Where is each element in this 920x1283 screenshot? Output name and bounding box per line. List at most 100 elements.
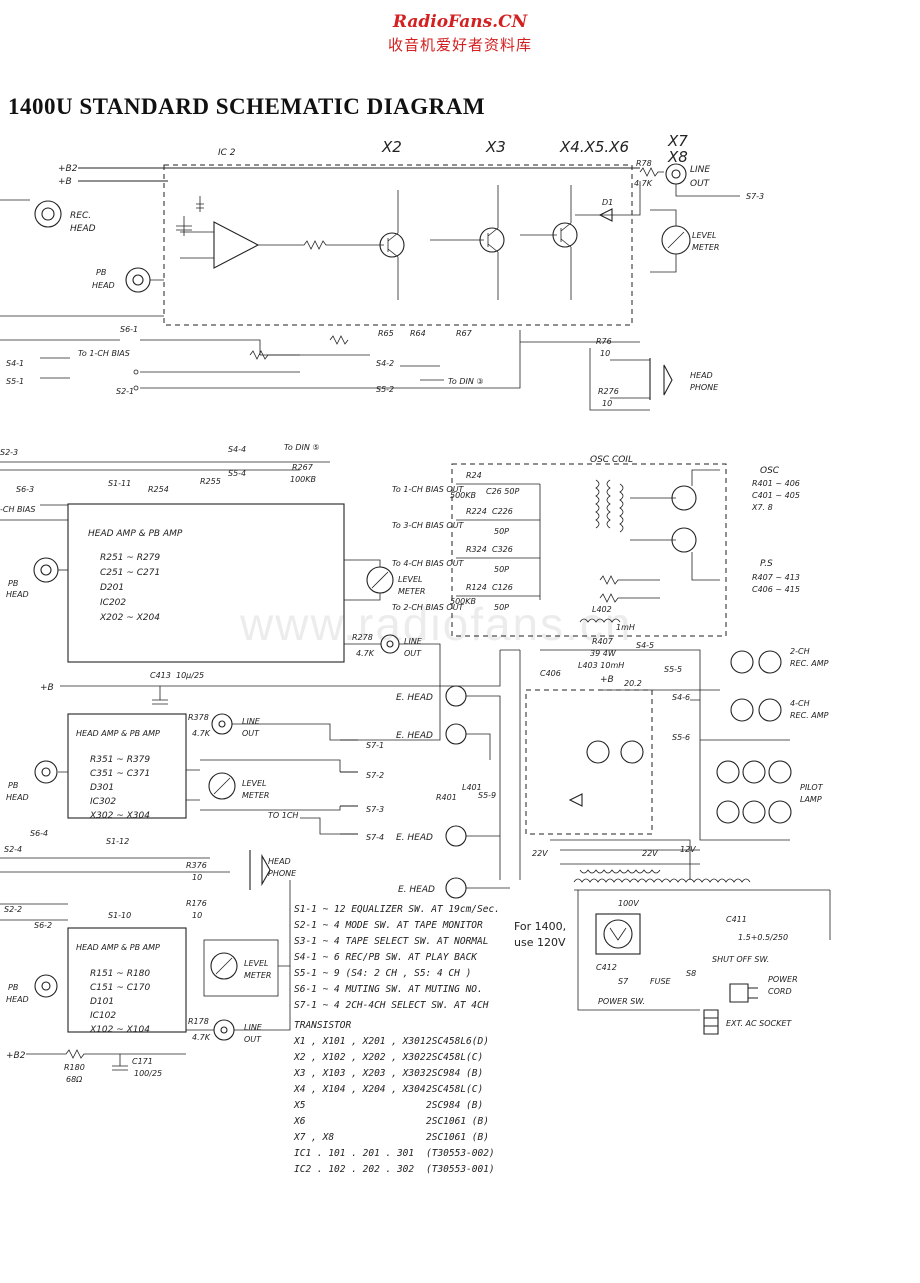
pb-head-2ch-symbol bbox=[33, 557, 59, 583]
s6-3-label: S6-3 bbox=[16, 485, 34, 494]
x4-x5-x6-label: X4.X5.X6 bbox=[559, 138, 629, 156]
ps-wires bbox=[500, 649, 720, 880]
ext-socket-symbol bbox=[703, 1009, 719, 1035]
level-meter-1ch-needle bbox=[215, 957, 233, 975]
s1-12-label: S1-12 bbox=[106, 837, 129, 846]
r64-label: R64 bbox=[410, 329, 426, 338]
line-out-label-2: OUT bbox=[690, 179, 711, 189]
legend-transistor-part-3: 2SC984 (B) bbox=[426, 1068, 483, 1079]
l402-coil bbox=[579, 618, 621, 623]
legend-switch-1: S1-1 ~ 12 EQUALIZER SW. AT 19cm/Sec. bbox=[294, 904, 500, 915]
to-din-5-label: To DIN ⑤ bbox=[284, 443, 320, 452]
legend-transistor-part-2: 2SC458L(C) bbox=[426, 1052, 483, 1063]
1ch-output-wires bbox=[186, 880, 291, 1031]
legend-transistor-ref-6: X6 bbox=[293, 1116, 306, 1127]
b-plus-osc: +B bbox=[600, 675, 614, 685]
to-1ch-label: TO 1CH bbox=[268, 811, 298, 820]
c413-label: C413 bbox=[150, 671, 171, 680]
head-amp-1ch-line-1: R151 ~ R180 bbox=[90, 969, 150, 979]
rec-amp-2ch-label-2: REC. AMP bbox=[790, 659, 829, 668]
cap-val-4ch: 50P bbox=[494, 565, 509, 574]
head-amp-3ch-line-2: C351 ~ C371 bbox=[90, 769, 150, 779]
bias-2ch-label: To 2-CH BIAS OUT bbox=[392, 603, 465, 612]
r78-resistor bbox=[639, 167, 664, 177]
ps-c-range: C406 ~ 415 bbox=[752, 585, 800, 594]
r407-label: R407 bbox=[592, 637, 614, 646]
line-out-3ch-jack bbox=[211, 713, 233, 735]
head-amp-2ch-line-2: C251 ~ C271 bbox=[100, 568, 160, 578]
c171-label: C171 bbox=[132, 1057, 153, 1066]
power-plug bbox=[729, 983, 758, 1003]
s4-4-label: S4-4 bbox=[228, 445, 246, 454]
s7-label: S7 bbox=[618, 977, 629, 986]
headphone-lower-label-2: PHONE bbox=[268, 869, 297, 878]
r178-label: R178 bbox=[188, 1017, 209, 1026]
pilot-lamp-label-2: LAMP bbox=[800, 795, 822, 804]
pilot-lamp-label-1: PILOT bbox=[800, 783, 824, 792]
pb-head-top-symbol bbox=[125, 267, 151, 293]
shut-off-label: SHUT OFF SW. bbox=[712, 955, 769, 964]
transformer-primary bbox=[573, 878, 751, 883]
din3-wires bbox=[400, 365, 444, 381]
lamp-2 bbox=[758, 650, 782, 674]
pb-head-3ch-symbol bbox=[34, 760, 58, 784]
c326-label: C326 bbox=[492, 545, 513, 554]
head-amp-3ch-box bbox=[67, 713, 187, 819]
legend-switch-3: S3-1 ~ 4 TAPE SELECT SW. AT NORMAL bbox=[294, 936, 488, 947]
osc-c-range: C401 ~ 405 bbox=[752, 491, 800, 500]
s1-11-label: S1-11 bbox=[108, 479, 131, 488]
v202-label: 20.2 bbox=[624, 679, 642, 688]
head-amp-1ch-title: HEAD AMP & PB AMP bbox=[76, 943, 160, 952]
rec-amp-4ch-label-2: REC. AMP bbox=[790, 711, 829, 720]
ps-r-range: R407 ~ 413 bbox=[752, 573, 800, 582]
l403-label: L403 10mH bbox=[578, 661, 624, 670]
ic2-caps bbox=[176, 196, 204, 236]
e-head-3-symbol bbox=[445, 825, 467, 847]
x8-label: X8 bbox=[667, 148, 688, 166]
l401-label: L401 bbox=[462, 783, 482, 792]
s7-2-label: S7-2 bbox=[366, 771, 384, 780]
r278-label: R278 bbox=[352, 633, 373, 642]
c226-label: C226 bbox=[492, 507, 513, 516]
level-meter-top-needle bbox=[667, 231, 685, 249]
r378-value: 4.7K bbox=[192, 729, 211, 738]
head-amp-1ch-box bbox=[67, 927, 187, 1033]
legend-transistor-part-4: 2SC458L(C) bbox=[426, 1084, 483, 1095]
head-amp-3ch-line-5: X302 ~ X304 bbox=[89, 811, 150, 821]
ic2-opamp bbox=[213, 221, 260, 269]
e-head-3-label: E. HEAD bbox=[396, 833, 433, 843]
level-meter-top-wires bbox=[650, 209, 677, 273]
head-amp-1ch-line-4: IC102 bbox=[90, 1011, 116, 1021]
preamp-module-box bbox=[163, 164, 633, 326]
fuse-label: FUSE bbox=[650, 977, 672, 986]
b2-bottom-wires bbox=[26, 1049, 186, 1071]
switch-wires-top bbox=[40, 330, 521, 389]
legend-transistor-ref-7: X7 , X8 bbox=[293, 1132, 334, 1143]
pb-head-2ch-label-1: PB bbox=[8, 579, 18, 588]
x4-wires bbox=[520, 185, 572, 300]
s4-6-label: S4-6 bbox=[672, 693, 690, 702]
osc-x-range: X7. 8 bbox=[751, 503, 773, 512]
s6-2-label: S6-2 bbox=[34, 921, 52, 930]
head-amp-3ch-title: HEAD AMP & PB AMP bbox=[76, 729, 160, 738]
osc-transistor-wires bbox=[630, 469, 720, 581]
d1-label: D1 bbox=[602, 198, 613, 207]
head-amp-2ch-line-4: IC202 bbox=[100, 598, 126, 608]
legend-transistor-ref-3: X3 , X103 , X203 , X303 bbox=[293, 1068, 426, 1079]
motor-symbol bbox=[603, 919, 633, 949]
legend-transistor-ref-8: IC1 . 101 . 201 . 301 bbox=[294, 1148, 414, 1159]
v100-label: 100V bbox=[618, 899, 639, 908]
legend-switch-4: S4-1 ~ 6 REC/PB SW. AT PLAY BACK bbox=[294, 952, 478, 963]
level-meter-top-label-1: LEVEL bbox=[692, 231, 717, 240]
line-out-1ch-label-2: OUT bbox=[244, 1035, 262, 1044]
line-out-3ch-jack-center bbox=[218, 720, 226, 728]
power-cord-label-2: CORD bbox=[768, 987, 792, 996]
top-rail-wires bbox=[78, 167, 640, 182]
c412-label: C412 bbox=[596, 963, 617, 972]
pb-head-3ch-label-1: PB bbox=[8, 781, 18, 790]
head-amp-2ch-line-5: X202 ~ X204 bbox=[99, 613, 160, 623]
s7-3-top-label: S7-3 bbox=[746, 192, 764, 201]
legend-transistor-part-1: 2SC458L6(D) bbox=[426, 1036, 489, 1047]
pb-head-1ch-label-2: HEAD bbox=[6, 995, 29, 1004]
